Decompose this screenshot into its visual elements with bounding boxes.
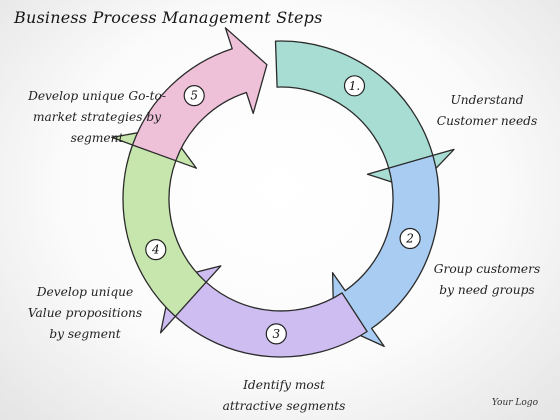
step-3-label: Identify most attractive segments: [214, 375, 354, 417]
step-2-number: 2: [405, 232, 414, 246]
step-3-badge-circle: [265, 323, 287, 345]
step-1-label-line-2: Customer needs: [436, 114, 538, 128]
step-2-badge: 2: [399, 227, 421, 250]
step-1-number: 1.: [349, 79, 360, 93]
step-4-label: Develop unique Value propositions by seg…: [20, 282, 150, 345]
step-4-label-line-1: Develop unique: [36, 285, 134, 299]
arrow-segment-3: [159, 265, 368, 358]
arrow-segment-2: [331, 154, 440, 348]
step-1-badge: 1.: [343, 75, 366, 97]
step-2-badge-circle: [399, 227, 421, 250]
page-title: Business Process Management Steps: [14, 8, 323, 27]
step-2-label: Group customers by need groups: [428, 259, 546, 301]
step-5-badge-circle: [183, 84, 205, 107]
step-5-badge: 5: [183, 84, 205, 107]
step-5-number: 5: [190, 89, 198, 103]
step-1-badge-circle: [343, 75, 366, 97]
step-5-label-line-2: market strategies by: [32, 110, 162, 124]
arrow-segment-1: [274, 40, 455, 191]
step-5-label: Develop unique Go-to- market strategies …: [18, 86, 176, 149]
step-4-number: 4: [151, 243, 160, 257]
step-3-label-line-1: Identify most: [243, 378, 325, 392]
step-4-label-line-2: Value propositions: [27, 306, 143, 320]
step-5-label-line-3: segment: [70, 131, 124, 145]
step-2-label-line-2: by need groups: [439, 283, 535, 297]
step-3-number: 3: [272, 327, 280, 341]
step-4-badge-circle: [145, 239, 167, 261]
step-3-label-line-2: attractive segments: [222, 399, 346, 413]
step-5-label-line-1: Develop unique Go-to-: [28, 89, 166, 103]
step-1-label: Understand Customer needs: [428, 90, 546, 132]
step-1-label-line-1: Understand: [450, 93, 524, 107]
step-4-badge: 4: [145, 239, 167, 261]
footer-logo: Your Logo: [491, 398, 538, 408]
step-4-label-line-3: by segment: [49, 327, 121, 341]
step-2-label-line-1: Group customers: [433, 262, 541, 276]
step-3-badge: 3: [265, 323, 287, 345]
